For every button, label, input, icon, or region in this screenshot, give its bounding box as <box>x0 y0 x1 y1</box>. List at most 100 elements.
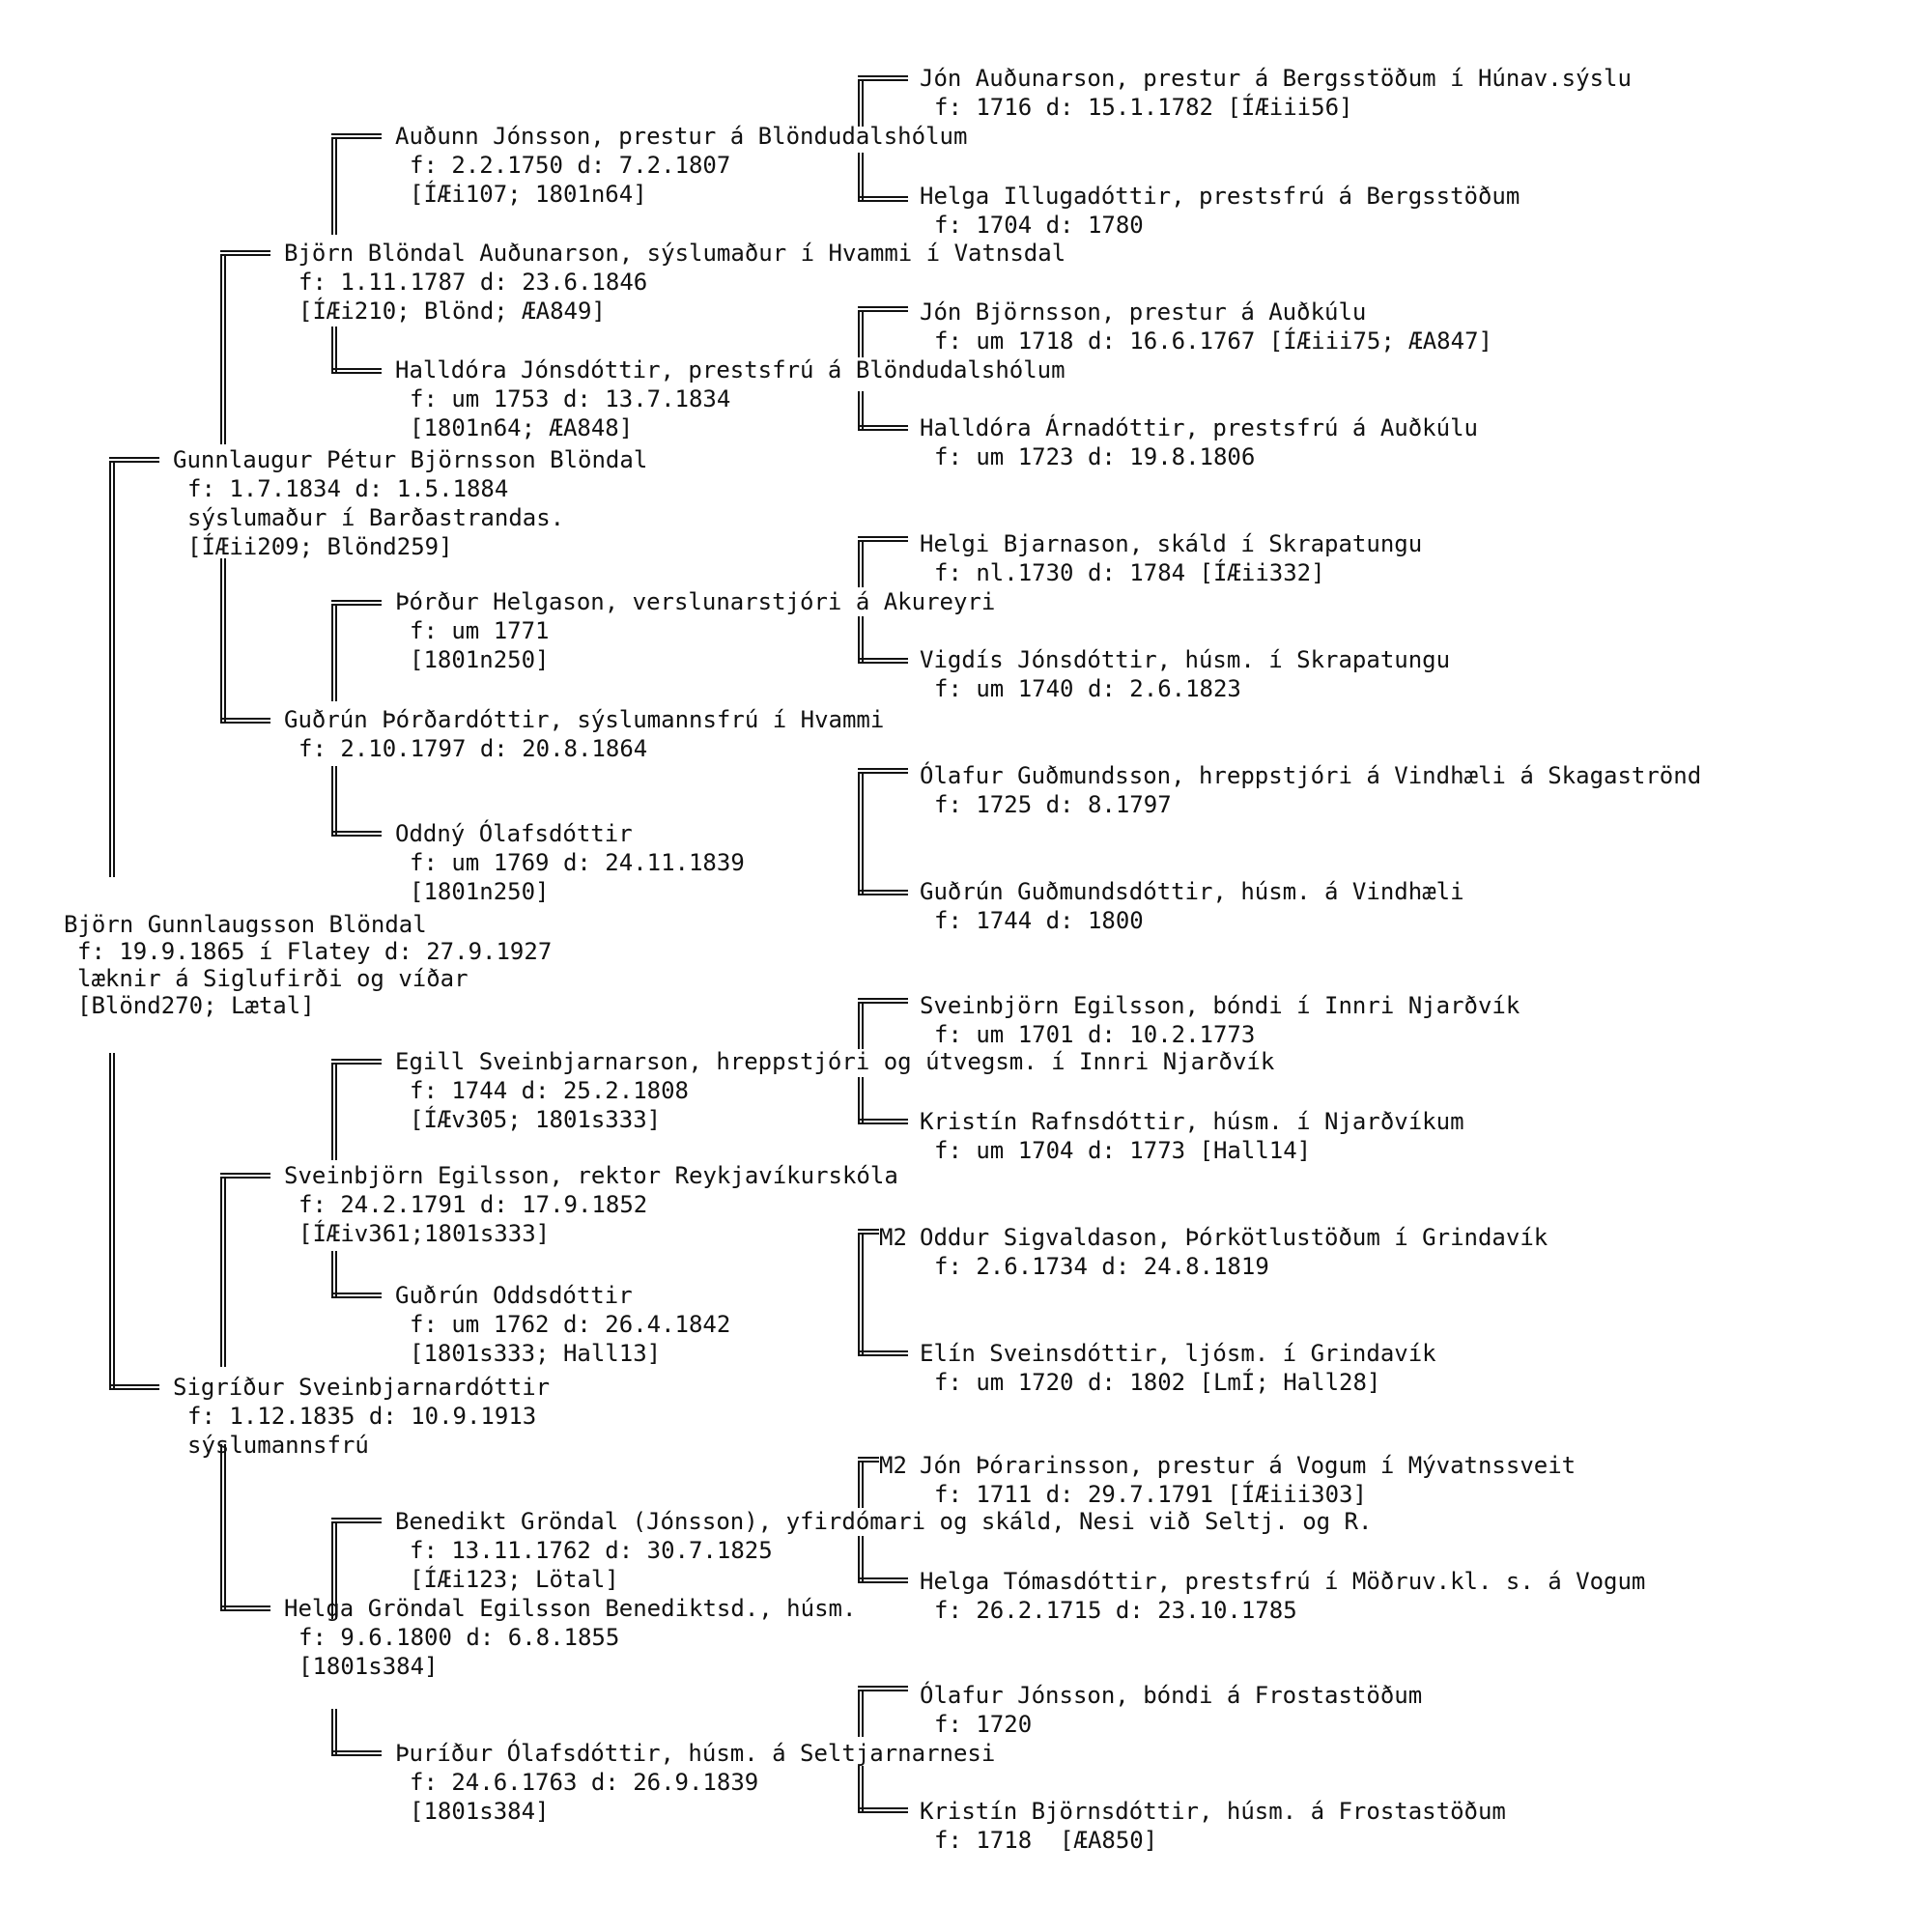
connector-line <box>331 1064 337 1160</box>
connector-line <box>220 1444 226 1610</box>
connector-line <box>331 1750 382 1756</box>
person-refs: [1801s384] <box>410 1798 550 1825</box>
person-dates: f: 26.2.1715 d: 23.10.1785 <box>934 1597 1297 1624</box>
connector-line <box>858 773 864 895</box>
connector-line <box>858 196 908 202</box>
person-name: Guðrún Guðmundsdóttir, húsm. á Vindhæli <box>920 878 1464 905</box>
connector-line <box>109 462 115 877</box>
person-dates: f: 1744 d: 1800 <box>934 907 1144 934</box>
person-name: Jón Auðunarson, prestur á Bergsstöðum í … <box>920 65 1632 92</box>
connector-line <box>220 250 270 256</box>
person-refs: [1801s333; Hall13] <box>410 1340 662 1367</box>
connector-line <box>331 138 337 235</box>
person-dates: f: 2.10.1797 d: 20.8.1864 <box>298 735 648 762</box>
person-dates: f: 1.12.1835 d: 10.9.1913 <box>187 1403 537 1430</box>
connector-line <box>331 1059 382 1065</box>
person-name: Ólafur Jónsson, bóndi á Frostastöðum <box>920 1682 1423 1709</box>
person-name: Benedikt Gröndal (Jónsson), yfirdómari o… <box>395 1508 1373 1535</box>
person-occupation: læknir á Siglufirði og víðar <box>77 965 469 992</box>
connector-line <box>858 1807 908 1813</box>
person-refs: [1801n250] <box>410 878 550 905</box>
connector-line <box>858 541 864 587</box>
connector-line <box>858 1077 864 1123</box>
connector-line <box>858 1462 864 1508</box>
person-name: Oddur Sigvaldason, Þórkötlustöðum í Grin… <box>920 1224 1548 1251</box>
connector-line <box>858 998 908 1004</box>
person-dates: f: 1725 d: 8.1797 <box>934 791 1172 818</box>
person-name: Björn Blöndal Auðunarson, sýslumaður í H… <box>284 240 1066 267</box>
connector-line <box>858 768 908 774</box>
person-name: Sigríður Sveinbjarnardóttir <box>173 1374 551 1401</box>
person-refs: [1801s384] <box>298 1653 439 1680</box>
connector-line <box>858 1457 879 1463</box>
connector-line <box>331 1518 382 1523</box>
connector-line <box>331 766 337 836</box>
person-dates: f: um 1762 d: 26.4.1842 <box>410 1311 731 1338</box>
person-dates: f: um 1769 d: 24.11.1839 <box>410 849 745 876</box>
person-name: Kristín Rafnsdóttir, húsm. í Njarðvíkum <box>920 1108 1464 1135</box>
marriage-marker: M2 <box>879 1452 907 1479</box>
person-name: Ólafur Guðmundsson, hreppstjóri á Vindhæ… <box>920 762 1702 789</box>
connector-line <box>331 133 382 139</box>
connector-line <box>858 1234 864 1355</box>
person-dates: f: 1.11.1787 d: 23.6.1846 <box>298 269 648 296</box>
connector-line <box>331 600 382 606</box>
person-occupation: sýslumannsfrú <box>187 1432 369 1459</box>
person-name: Elín Sveinsdóttir, ljósm. í Grindavík <box>920 1340 1436 1367</box>
person-dates: f: um 1718 d: 16.6.1767 [ÍÆiii75; ÆA847] <box>934 327 1492 355</box>
person-occupation: sýslumaður í Barðastrandas. <box>187 504 565 531</box>
person-dates: f: 2.6.1734 d: 24.8.1819 <box>934 1253 1269 1280</box>
person-name: Gunnlaugur Pétur Björnsson Blöndal <box>173 446 648 473</box>
person-dates: f: 1720 <box>934 1711 1033 1738</box>
person-dates: f: 19.9.1865 í Flatey d: 27.9.1927 <box>77 938 553 965</box>
person-name: Kristín Björnsdóttir, húsm. á Frostastöð… <box>920 1798 1506 1825</box>
person-dates: f: um 1720 d: 1802 [LmÍ; Hall28] <box>934 1369 1381 1396</box>
connector-line <box>220 558 226 723</box>
connector-line <box>858 1690 864 1737</box>
connector-line <box>858 1577 908 1583</box>
person-refs: [ÍÆi123; Lötal] <box>410 1566 619 1593</box>
person-name: Halldóra Jónsdóttir, prestsfrú á Blöndud… <box>395 356 1065 384</box>
connector-line <box>858 1536 864 1582</box>
person-dates: f: 13.11.1762 d: 30.7.1825 <box>410 1537 773 1564</box>
connector-line <box>858 1686 908 1691</box>
person-refs: [1801n64; ÆA848] <box>410 414 634 441</box>
person-name: Sveinbjörn Egilsson, bóndi í Innri Njarð… <box>920 992 1520 1019</box>
person-name: Auðunn Jónsson, prestur á Blöndudalshólu… <box>395 123 968 150</box>
connector-line <box>331 1251 337 1297</box>
person-dates: f: 2.2.1750 d: 7.2.1807 <box>410 152 731 179</box>
root-person-name: Björn Gunnlaugsson Blöndal <box>64 911 427 938</box>
person-refs: [ÍÆi210; Blönd; ÆA849] <box>298 298 606 325</box>
person-dates: f: nl.1730 d: 1784 [ÍÆii332] <box>934 559 1325 586</box>
person-name: Helgi Bjarnason, skáld í Skrapatungu <box>920 530 1423 557</box>
connector-line <box>858 306 908 312</box>
person-name: Vigdís Jónsdóttir, húsm. í Skrapatungu <box>920 646 1451 673</box>
connector-line <box>858 890 908 895</box>
person-name: Jón Björnsson, prestur á Auðkúlu <box>920 298 1367 326</box>
person-name: Þuríður Ólafsdóttir, húsm. á Seltjarnarn… <box>395 1740 996 1767</box>
connector-line <box>109 1053 115 1389</box>
person-dates: f: um 1740 d: 2.6.1823 <box>934 675 1241 702</box>
person-name: Halldóra Árnadóttir, prestsfrú á Auðkúlu <box>920 414 1478 441</box>
connector-line <box>331 831 382 837</box>
connector-line <box>109 1384 159 1390</box>
person-name: Helga Gröndal Egilsson Benediktsd., húsm… <box>284 1595 857 1622</box>
person-dates: f: 1711 d: 29.7.1791 [ÍÆiii303] <box>934 1481 1367 1508</box>
person-refs: [ÍÆii209; Blönd259] <box>187 533 453 560</box>
connector-line <box>331 1709 337 1755</box>
connector-line <box>331 327 337 373</box>
person-dates: f: um 1701 d: 10.2.1773 <box>934 1021 1256 1048</box>
connector-line <box>858 391 864 430</box>
person-name: Oddný Ólafsdóttir <box>395 820 633 847</box>
person-name: Guðrún Oddsdóttir <box>395 1282 633 1309</box>
connector-line <box>220 1173 270 1179</box>
person-name: Egill Sveinbjarnarson, hreppstjóri og út… <box>395 1048 1275 1075</box>
person-dates: f: 1744 d: 25.2.1808 <box>410 1077 689 1104</box>
connector-line <box>331 1522 337 1619</box>
connector-line <box>858 616 864 663</box>
person-dates: f: 9.6.1800 d: 6.8.1855 <box>298 1624 620 1651</box>
connector-line <box>858 658 908 664</box>
person-dates: f: 1704 d: 1780 <box>934 212 1144 239</box>
person-name: Jón Þórarinsson, prestur á Vogum í Mývat… <box>920 1452 1577 1479</box>
person-dates: f: um 1723 d: 19.8.1806 <box>934 443 1256 470</box>
